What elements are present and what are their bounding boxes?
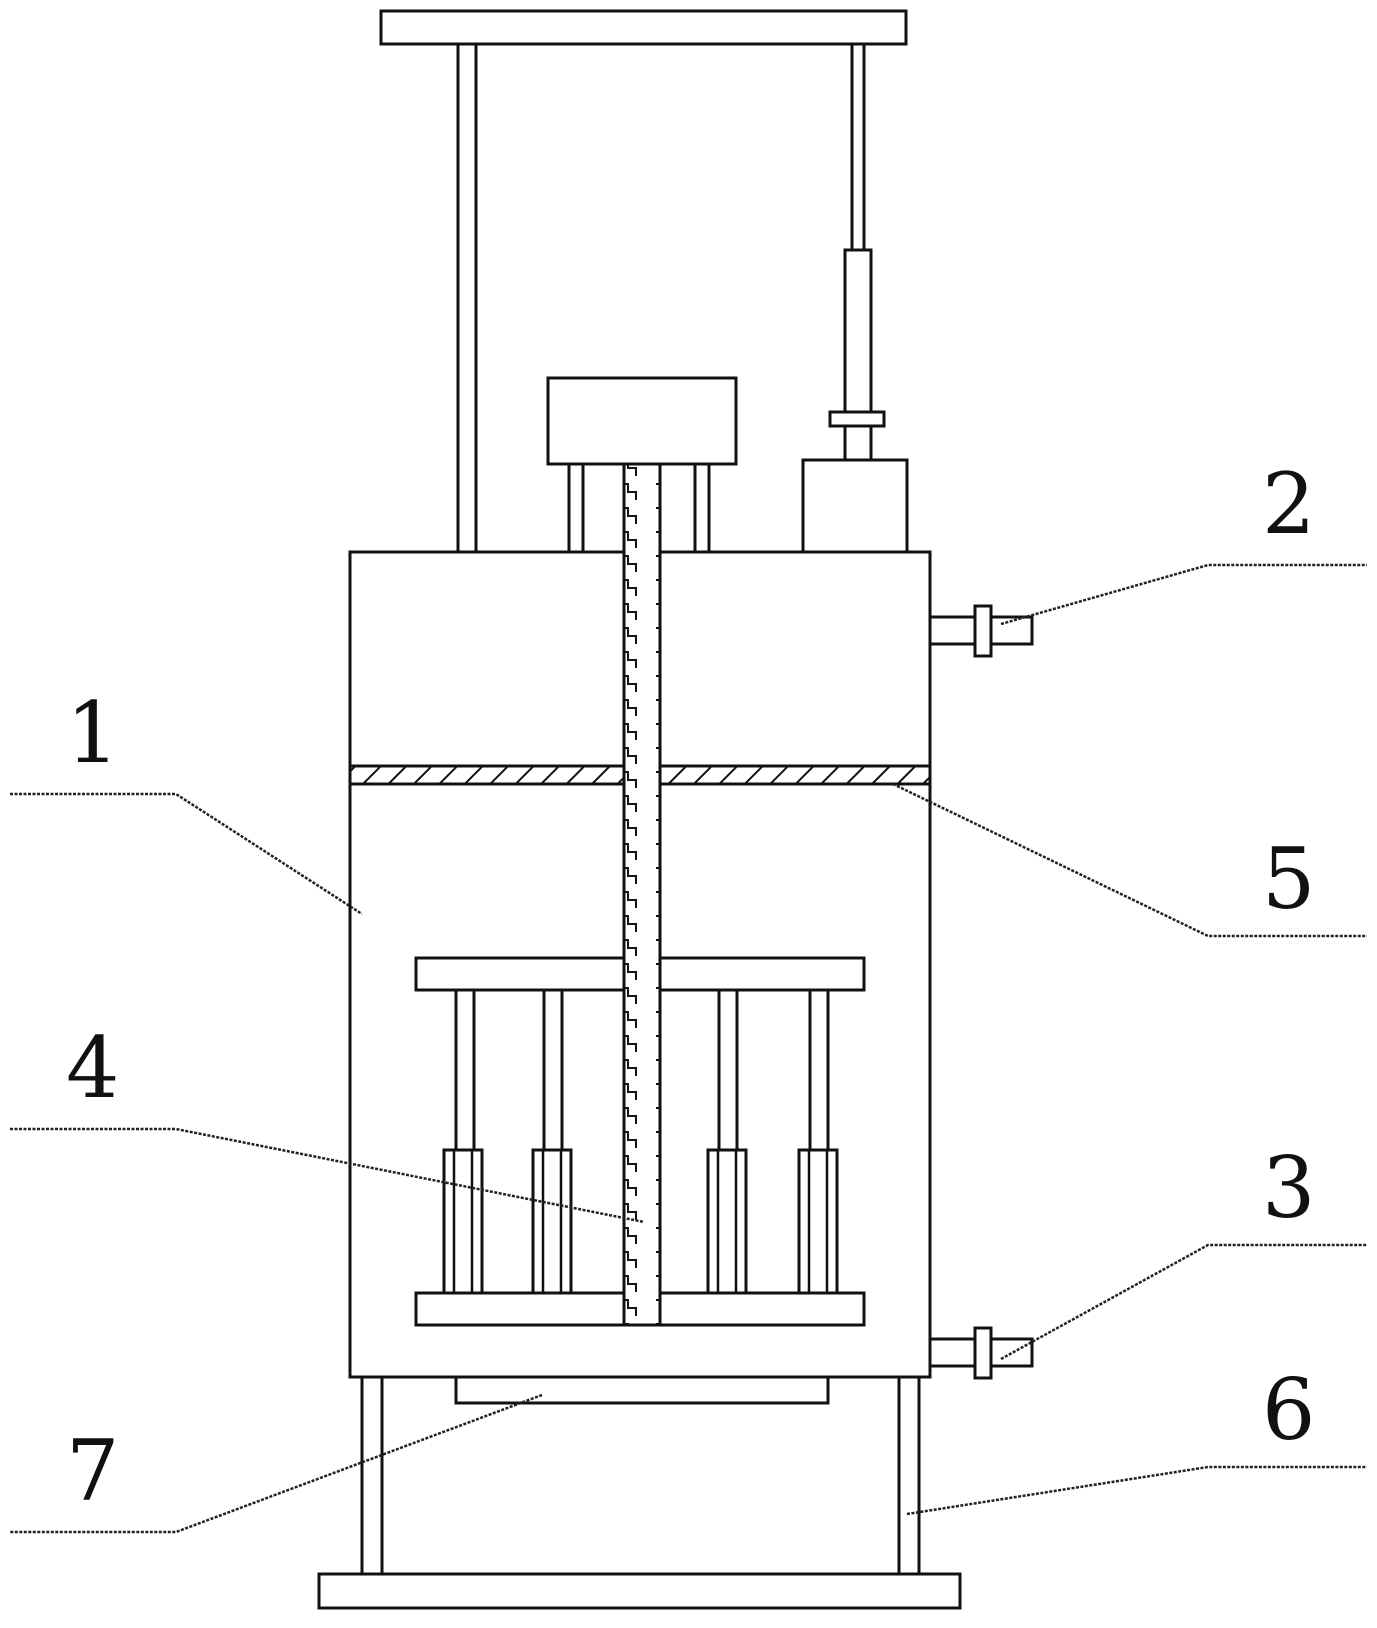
cylinder-neck <box>843 424 873 462</box>
callout-label-2: 2 <box>1262 455 1315 553</box>
callout-label-3: 3 <box>1262 1139 1315 1237</box>
heating-pad <box>454 1375 830 1405</box>
outlet-flange-lower <box>973 1326 993 1380</box>
leader-line-5 <box>892 782 1367 938</box>
support-leg-right <box>897 1375 921 1576</box>
callout-label-6: 6 <box>1262 1361 1315 1459</box>
callout-label-4: 4 <box>66 1019 119 1117</box>
stirrer-sleeves <box>442 1148 839 1295</box>
leader-line-6 <box>906 1465 1367 1516</box>
callout-label-7: 7 <box>66 1422 119 1520</box>
outlet-flange-upper <box>973 604 993 658</box>
cylinder-base <box>801 458 909 554</box>
callout-label-1: 1 <box>66 684 119 782</box>
leader-line-2 <box>1000 563 1367 626</box>
screw-shaft <box>622 462 662 1327</box>
motor-leg-right <box>693 462 711 554</box>
cylinder-flange <box>828 410 886 428</box>
motor-leg-left <box>567 462 585 554</box>
leader-line-4 <box>10 1127 645 1224</box>
cylinder-barrel <box>843 248 873 414</box>
support-leg-left <box>360 1375 384 1576</box>
motor-housing <box>546 376 738 466</box>
cylinder-rod <box>850 42 866 252</box>
leader-line-7 <box>10 1393 543 1534</box>
leader-line-3 <box>1000 1243 1367 1361</box>
leader-line-1 <box>10 792 363 916</box>
top-beam <box>379 9 908 46</box>
base-plate <box>317 1572 962 1610</box>
callout-label-5: 5 <box>1262 830 1315 928</box>
